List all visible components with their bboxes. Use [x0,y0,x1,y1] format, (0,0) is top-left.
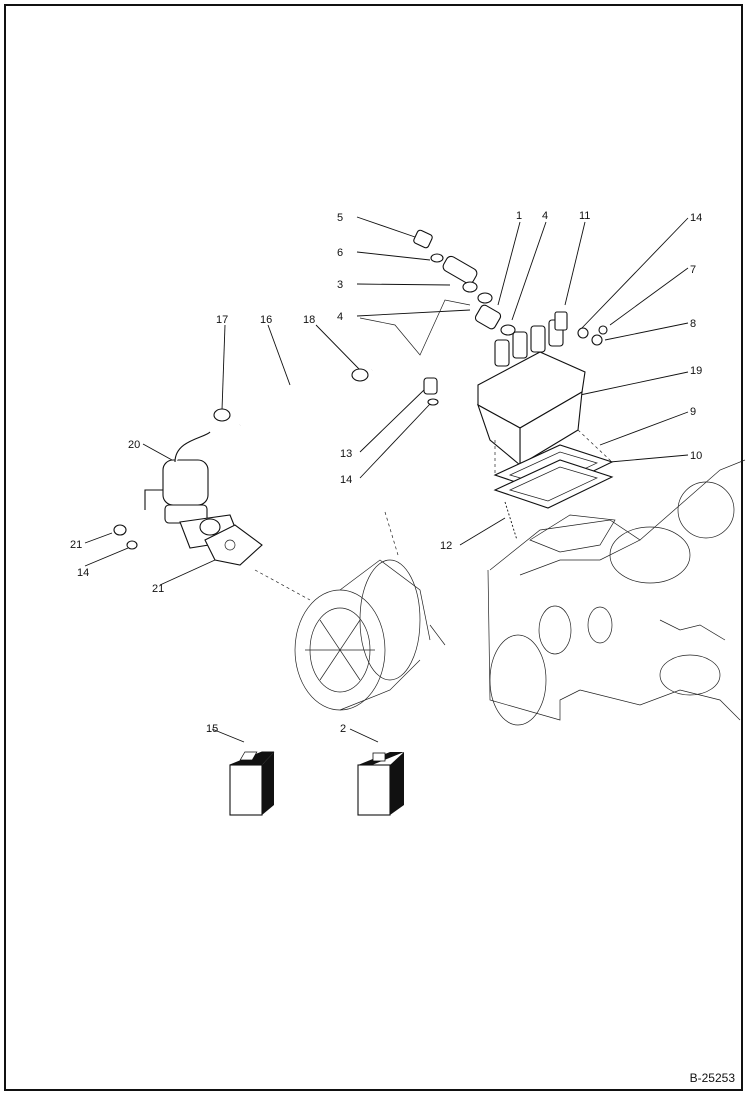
figure-reference: B-25253 [689,1071,735,1085]
pump-gaskets [493,429,614,509]
callout-20: 21 [152,583,164,595]
stud [504,501,518,541]
fuel-pump [113,431,263,566]
callout-10: 10 [690,450,702,462]
injection-pump [477,311,608,467]
callout-4b: 4 [542,210,548,222]
callout-21: 21 [70,539,82,551]
callout-1: 1 [516,210,522,222]
callout-17b: 18 [303,314,315,326]
callout-14b: 14 [340,474,352,486]
callout-9: 9 [690,406,696,418]
small-fittings [423,377,439,406]
callout-4a: 4 [337,311,343,323]
callout-19: 20 [128,439,140,451]
callout-14c: 14 [77,567,89,579]
callout-13: 13 [340,448,352,460]
callout-17a: 17 [216,314,228,326]
kit-box-15 [229,751,275,816]
callout-labels: 5 6 3 4 1 4 11 14 7 8 19 9 10 12 13 14 1… [70,210,702,735]
callout-11: 11 [579,210,590,222]
banjo-fitting-group [413,229,516,336]
callout-2: 2 [340,723,346,735]
callout-5: 5 [337,212,343,224]
callout-18: 19 [690,365,702,377]
gear-housing [254,511,446,711]
callout-7: 7 [690,264,696,276]
callout-14a: 14 [690,212,702,224]
leader-lines [84,216,689,743]
page-border [4,4,743,1091]
callout-12: 12 [440,540,452,552]
callout-16: 16 [260,314,272,326]
engine-block [487,459,746,726]
callout-3: 3 [337,279,343,291]
callout-6: 6 [337,247,343,259]
callout-8: 8 [690,318,696,330]
callout-15: 15 [206,723,218,735]
kit-box-2 [357,752,404,816]
fuel-hose [213,367,377,429]
